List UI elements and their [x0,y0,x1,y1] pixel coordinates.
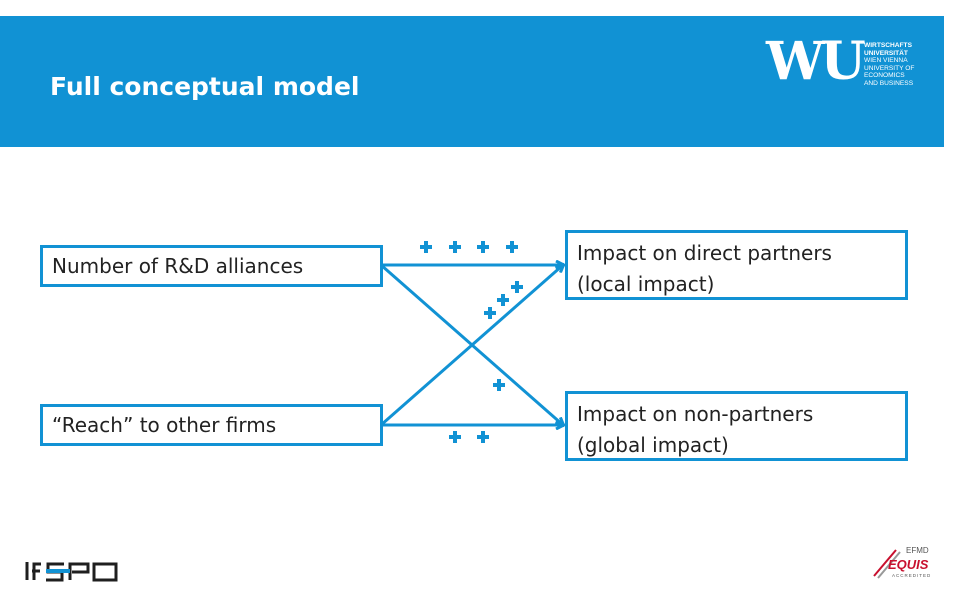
output-label: Impact on non-partners [577,402,814,426]
plus-sign-alliances-local [420,241,432,253]
equis-logo-emblem [873,549,901,579]
plus-sign-alliances-local [449,241,461,253]
ifso-logo [25,562,118,582]
wu-logo-mark: WU [766,31,866,92]
wu-logo-text: WIRTSCHAFTS UNIVERSITÄT WIEN VIENNA UNIV… [864,42,914,88]
output-label: Impact on direct partners [577,241,832,265]
equis-name: EQUIS [888,557,929,572]
input-box-rd-alliances: Number of R&D alliances [40,245,383,287]
input-box-reach: “Reach” to other firms [40,404,383,446]
plus-sign-reach-local [484,307,496,319]
page-title: Full conceptual model [50,72,360,101]
output-sublabel: (local impact) [577,272,715,296]
plus-sign-alliances-local [477,241,489,253]
equis-tag: ACCREDITED [892,573,932,578]
output-sublabel: (global impact) [577,433,729,457]
plus-sign-alliances-local [506,241,518,253]
wu-logo-line: UNIVERSITY OF [864,64,915,72]
wu-logo-line: WIRTSCHAFTS [864,42,912,49]
wu-logo-line: ECONOMICS [864,72,905,80]
equis-org: EFMD [906,546,929,555]
wu-logo-line: AND BUSINESS [864,79,914,87]
wu-logo: WU WIRTSCHAFTS UNIVERSITÄT WIEN VIENNA U… [766,36,941,122]
wu-logo-line: UNIVERSITÄT [864,49,908,57]
plus-sign-reach-local [511,281,523,293]
equis-logo: EFMD EQUIS ACCREDITED [872,546,942,582]
plus-sign-reach-local [497,294,509,306]
plus-sign-reach-global [477,431,489,443]
header-banner [0,16,944,147]
plus-sign-reach-global [449,431,461,443]
plus-sign-alliances-global [493,379,505,391]
output-box-non-partners: Impact on non-partners (global impact) [565,391,908,461]
output-box-direct-partners: Impact on direct partners (local impact) [565,230,908,300]
wu-logo-line: WIEN VIENNA [864,57,908,65]
arrow-reach-to-local [380,265,563,427]
